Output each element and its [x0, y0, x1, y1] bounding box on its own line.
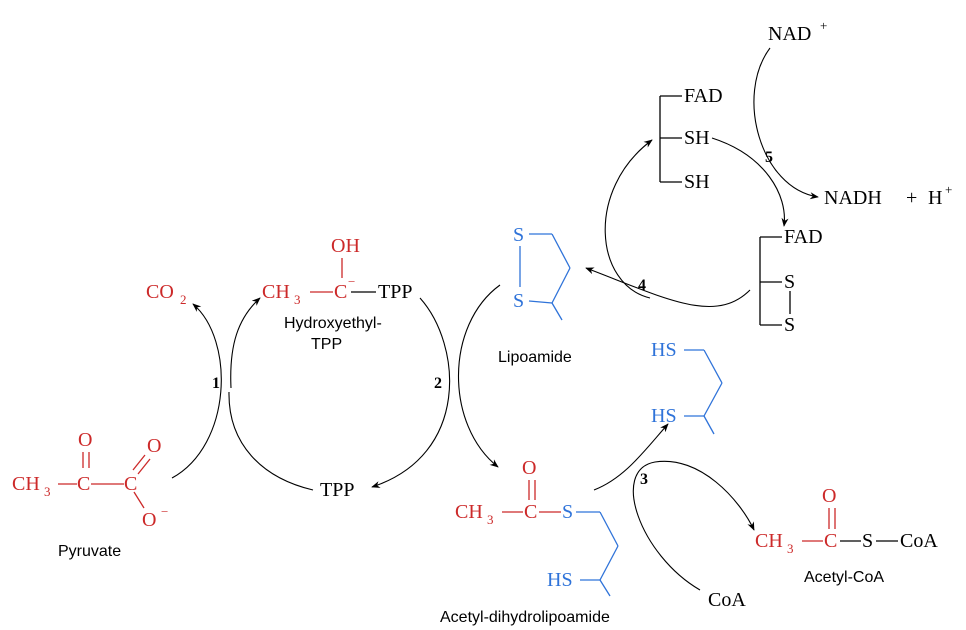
arrow-step5-fad-reoxidation	[711, 137, 789, 227]
nadh-h-plus: NADH + H +	[824, 182, 952, 209]
pyruvate-oxygen-anion: O	[142, 509, 156, 531]
fad-reduced-sh-1: SH	[684, 127, 710, 149]
pyruvate-label: Pyruvate	[58, 543, 121, 560]
arrow-step3-to-dihydrolipoamide	[593, 423, 669, 491]
step-number-5: 5	[765, 149, 773, 166]
hydroxyethyl-label-line1: Hydroxyethyl-	[284, 315, 382, 332]
pyruvate-ch3: CH	[12, 473, 40, 495]
pyruvate-carbon-2: C	[124, 473, 137, 495]
co2-label: CO	[146, 281, 174, 303]
lipoamide-label: Lipoamide	[498, 349, 572, 366]
acetyl-coa-ch3: CH	[755, 530, 783, 552]
co2-subscript: 2	[180, 292, 187, 307]
hydroxyethyl-oh: OH	[331, 235, 360, 257]
proton-label: H	[928, 187, 942, 209]
pyruvate: CH 3 C C O O O − Pyruvate	[12, 429, 168, 560]
lipoamide-sulfur-2: S	[513, 290, 524, 312]
hydroxyethyl-ch3: CH	[262, 281, 290, 303]
fad-reduced-fad: FAD	[684, 85, 723, 107]
acetyl-dihydro-hs: HS	[547, 569, 573, 591]
arrow-step2-lipoamide-to-acetyl-dihydro	[457, 284, 501, 468]
dihydrolipoamide-hs-1: HS	[651, 339, 677, 361]
arrow-step1-tpp-return	[228, 391, 314, 491]
arrow-step1-to-hydroxyethyl-tpp	[230, 297, 261, 389]
hydroxyethyl-tpp-group: TPP	[378, 281, 412, 303]
acetyl-dihydro-oxygen: O	[522, 457, 536, 479]
step-number-2: 2	[434, 375, 442, 392]
hydroxyethyl-ch3-subscript: 3	[294, 292, 301, 307]
hydroxyethyl-tpp: OH CH 3 C − TPP Hydroxyethyl- TPP	[262, 235, 412, 353]
lipoamide-sulfur-1: S	[513, 224, 524, 246]
nad-plus: NAD +	[768, 18, 827, 45]
step-number-3: 3	[640, 471, 648, 488]
acetyl-dihydro-carbon: C	[524, 501, 537, 523]
step-number-1: 1	[212, 375, 220, 392]
fad-oxidized-sulfur-2: S	[784, 314, 795, 336]
dihydrolipoamide: HS HS	[651, 339, 723, 435]
fad-oxidized-sulfur-1: S	[784, 271, 795, 293]
acetyl-coa-oxygen: O	[822, 485, 836, 507]
arrow-step4-to-fad-reduced	[604, 139, 653, 299]
acetyl-dihydro-sulfur: S	[562, 501, 573, 523]
arrow-step3-coa-to-acetyl-coa	[632, 460, 755, 591]
acetyl-coa-coa: CoA	[900, 530, 938, 552]
acetyl-dihydrolipoamide-label: Acetyl-dihydrolipoamide	[440, 609, 610, 626]
pyruvate-oxygen-2: O	[147, 435, 161, 457]
step-number-4: 4	[638, 277, 646, 294]
arrow-step5-nad-to-nadh	[753, 47, 819, 200]
acetyl-coa-label: Acetyl-CoA	[804, 569, 884, 586]
acetyl-dihydro-ch3-subscript: 3	[487, 512, 494, 527]
step-numbers: 1 2 3 4 5	[212, 149, 773, 488]
acetyl-coa-ch3-subscript: 3	[787, 541, 794, 556]
nadh-label: NADH	[824, 187, 882, 209]
pyruvate-oxygen-1: O	[78, 429, 92, 451]
hydroxyethyl-label-line2: TPP	[311, 336, 342, 353]
nad-label: NAD	[768, 23, 811, 45]
fad-reduced-sh-2: SH	[684, 171, 710, 193]
nad-charge: +	[820, 18, 827, 33]
pyruvate-negative-charge: −	[161, 504, 168, 519]
hydroxyethyl-carbanion-charge: −	[348, 274, 355, 289]
pyruvate-ch3-subscript: 3	[44, 484, 51, 499]
reaction-arrows	[171, 47, 819, 591]
fad-oxidized: FAD S S	[759, 226, 823, 336]
acetyl-dihydro-ch3: CH	[455, 501, 483, 523]
coa-reactant: CoA	[708, 589, 746, 611]
carbon-dioxide: CO 2	[146, 281, 187, 307]
acetyl-coa: O CH 3 C S CoA Acetyl-CoA	[755, 485, 938, 586]
arrow-step2-hydroxyethyl-to-tpp	[371, 297, 451, 488]
acetyl-coa-sulfur: S	[862, 530, 873, 552]
lipoamide: S S Lipoamide	[498, 224, 572, 366]
hydroxyethyl-carbon: C	[334, 281, 347, 303]
nadh-plus-sign: +	[906, 187, 917, 209]
tpp-regenerated: TPP	[320, 479, 354, 501]
proton-charge: +	[945, 182, 952, 197]
acetyl-dihydrolipoamide: O CH 3 C S HS Acetyl-dihydrolipoamide	[440, 457, 619, 626]
fad-oxidized-fad: FAD	[784, 226, 823, 248]
acetyl-coa-carbon: C	[824, 530, 837, 552]
arrow-step4-dihydrolipoamide-to-lipoamide	[585, 267, 751, 308]
arrow-step1-pyruvate-to-co2	[171, 303, 222, 479]
fad-reduced: FAD SH SH	[659, 85, 723, 193]
dihydrolipoamide-hs-2: HS	[651, 405, 677, 427]
pyruvate-carbon-1: C	[77, 473, 90, 495]
